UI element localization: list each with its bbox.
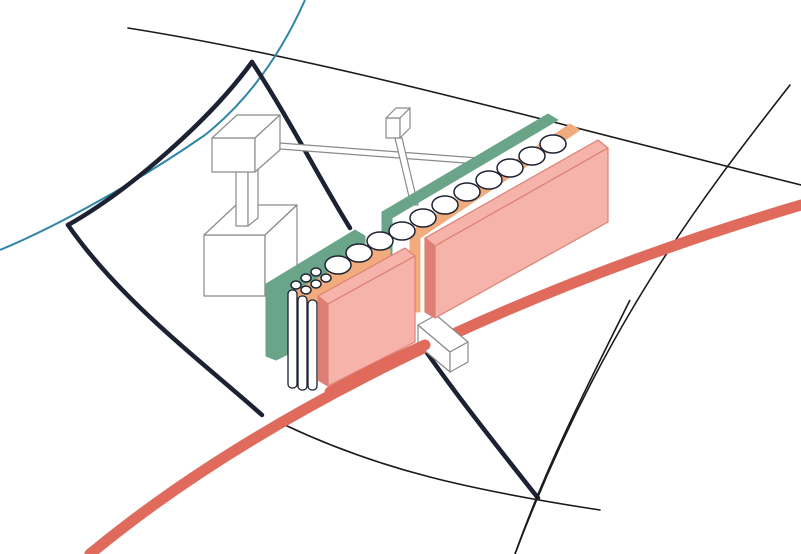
- sketch-cube-front: [211, 137, 256, 173]
- sketch-small-tower-stem: [394, 137, 419, 206]
- tube: [475, 170, 503, 190]
- boundary-lower-diagonal: [422, 347, 541, 501]
- sketch-small-tower-front: [385, 117, 401, 139]
- tube: [388, 221, 416, 241]
- sketch-buildings: [203, 107, 479, 373]
- road-overlap: [324, 339, 431, 398]
- context-line-right-diagonal-front: [514, 299, 631, 554]
- sketch-block-large-front: [203, 234, 266, 297]
- boundary-river-edge: [65, 59, 255, 228]
- tube: [496, 158, 524, 178]
- tube: [518, 146, 546, 166]
- tube: [310, 267, 322, 277]
- right-wing-pink-front: [434, 147, 609, 319]
- vertical-pipe: [297, 295, 308, 391]
- river-line: [0, 0, 306, 251]
- tube: [453, 182, 481, 202]
- sketch-small-tower-side: [399, 107, 411, 139]
- tube: [409, 208, 437, 228]
- tube: [310, 279, 322, 289]
- tube: [320, 273, 332, 283]
- tube: [431, 195, 459, 215]
- vertical-pipes: [287, 289, 318, 391]
- boundary-left-edge: [65, 222, 265, 418]
- tube: [290, 280, 302, 290]
- vertical-pipe: [307, 299, 318, 391]
- context-line-bottom: [284, 424, 601, 511]
- context-line-top: [127, 27, 801, 186]
- left-wing-tubes: [290, 231, 394, 295]
- sketch-cube-side: [254, 114, 281, 173]
- tube: [300, 285, 312, 295]
- tube: [366, 231, 394, 251]
- context-lines: [127, 27, 801, 554]
- tube: [324, 255, 352, 275]
- context-line-right-diagonal: [514, 84, 791, 554]
- left-wing-pink-front: [327, 255, 416, 387]
- main-building: [265, 113, 609, 391]
- right-wing-pink-side: [424, 237, 436, 319]
- tube: [539, 134, 567, 154]
- sketch-column-front: [235, 167, 249, 227]
- vertical-pipe: [287, 289, 298, 389]
- right-wing-tubes: [388, 134, 567, 241]
- tube: [300, 273, 312, 283]
- tube: [345, 243, 373, 263]
- left-wing-pink-side: [317, 295, 329, 387]
- sketch-outlet-side: [449, 341, 469, 373]
